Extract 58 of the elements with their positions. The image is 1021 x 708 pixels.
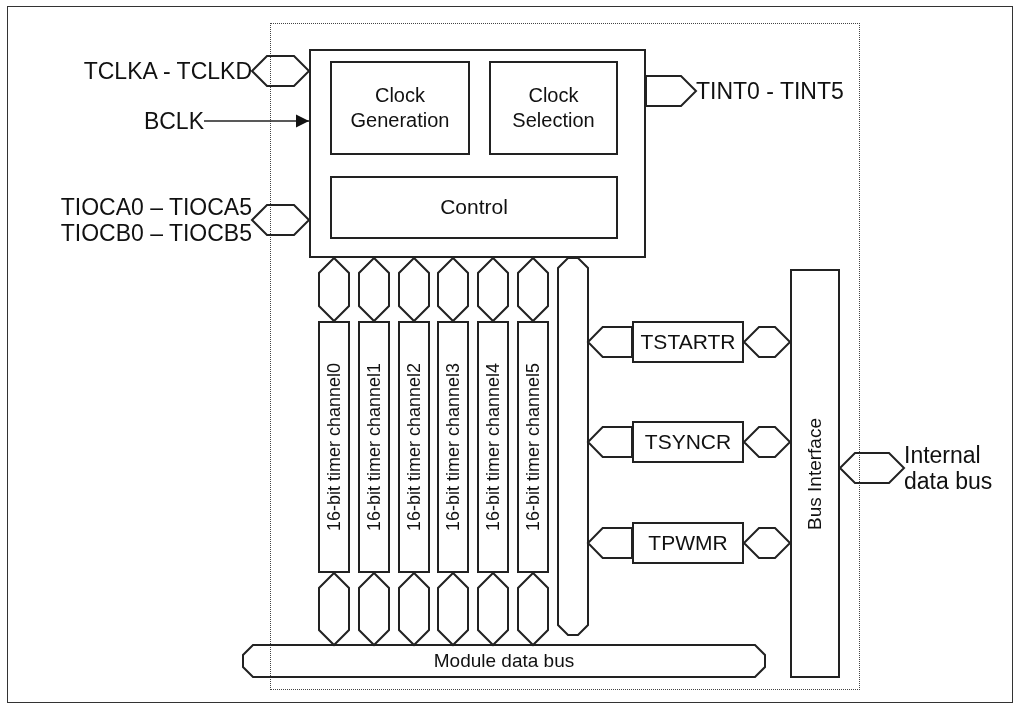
block-label: Clock Generation [349,83,451,133]
bus-arrow [437,571,469,647]
bus-arrow [517,571,549,647]
internal-bus-bar [558,258,588,635]
bus-arrow [250,204,311,236]
bus-arrow [477,571,509,647]
function-box [330,61,470,155]
channel-box [517,321,549,573]
arrow [203,114,310,128]
function-box [330,176,618,239]
bus-arrow [318,256,350,323]
bus-arrow [645,75,698,107]
register-label: TSTARTR [640,328,736,355]
interface-label: Bus Interface [803,417,827,530]
bus-arrow [358,571,390,647]
bus-arrow [742,527,792,559]
bus-arrow [742,326,792,358]
bus-arrow [398,256,430,323]
channel-label: 16-bit timer channel2 [402,362,425,532]
block-label: Clock Selection [511,83,596,133]
channel-box [318,321,350,573]
register-box [632,421,744,463]
bus-arrow [742,426,792,458]
channel-box [358,321,390,573]
channel-label: 16-bit timer channel5 [521,362,544,532]
function-box [489,61,618,155]
bus-arrow [477,256,509,323]
register-label: TPWMR [648,529,728,556]
signal-label: TIOCA0 – TIOCA5 TIOCB0 – TIOCB5 [36,192,252,248]
channel-label: 16-bit timer channel1 [362,362,385,532]
register-box [632,321,744,363]
bus-arrow [586,326,633,358]
channel-box [398,321,430,573]
channel-box [437,321,469,573]
signal-label: Internal data bus [904,438,1012,498]
register-label: TSYNCR [644,428,732,455]
bus-label: Module data bus [433,650,575,672]
bus-arrow [586,426,633,458]
channel-label: 16-bit timer channel4 [481,362,504,532]
register-box [632,522,744,564]
signal-label: BCLK [126,106,204,136]
bus-arrow [586,527,633,559]
block-label: Control [440,194,508,221]
channel-label: 16-bit timer channel0 [322,362,345,532]
signal-label: TCLKA - TCLKD [56,54,252,88]
module-bus-shape [243,645,765,677]
bus-arrow [398,571,430,647]
timer-unit-box [309,49,646,258]
channel-box [477,321,509,573]
interface-bar [790,269,840,678]
signal-label: TINT0 - TINT5 [696,76,856,106]
bus-arrow [250,55,311,87]
bus-arrow [437,256,469,323]
bus-arrow [358,256,390,323]
bus-arrow [318,571,350,647]
channel-label: 16-bit timer channel3 [441,362,464,532]
bus-arrow [517,256,549,323]
bus-arrow [838,452,906,484]
